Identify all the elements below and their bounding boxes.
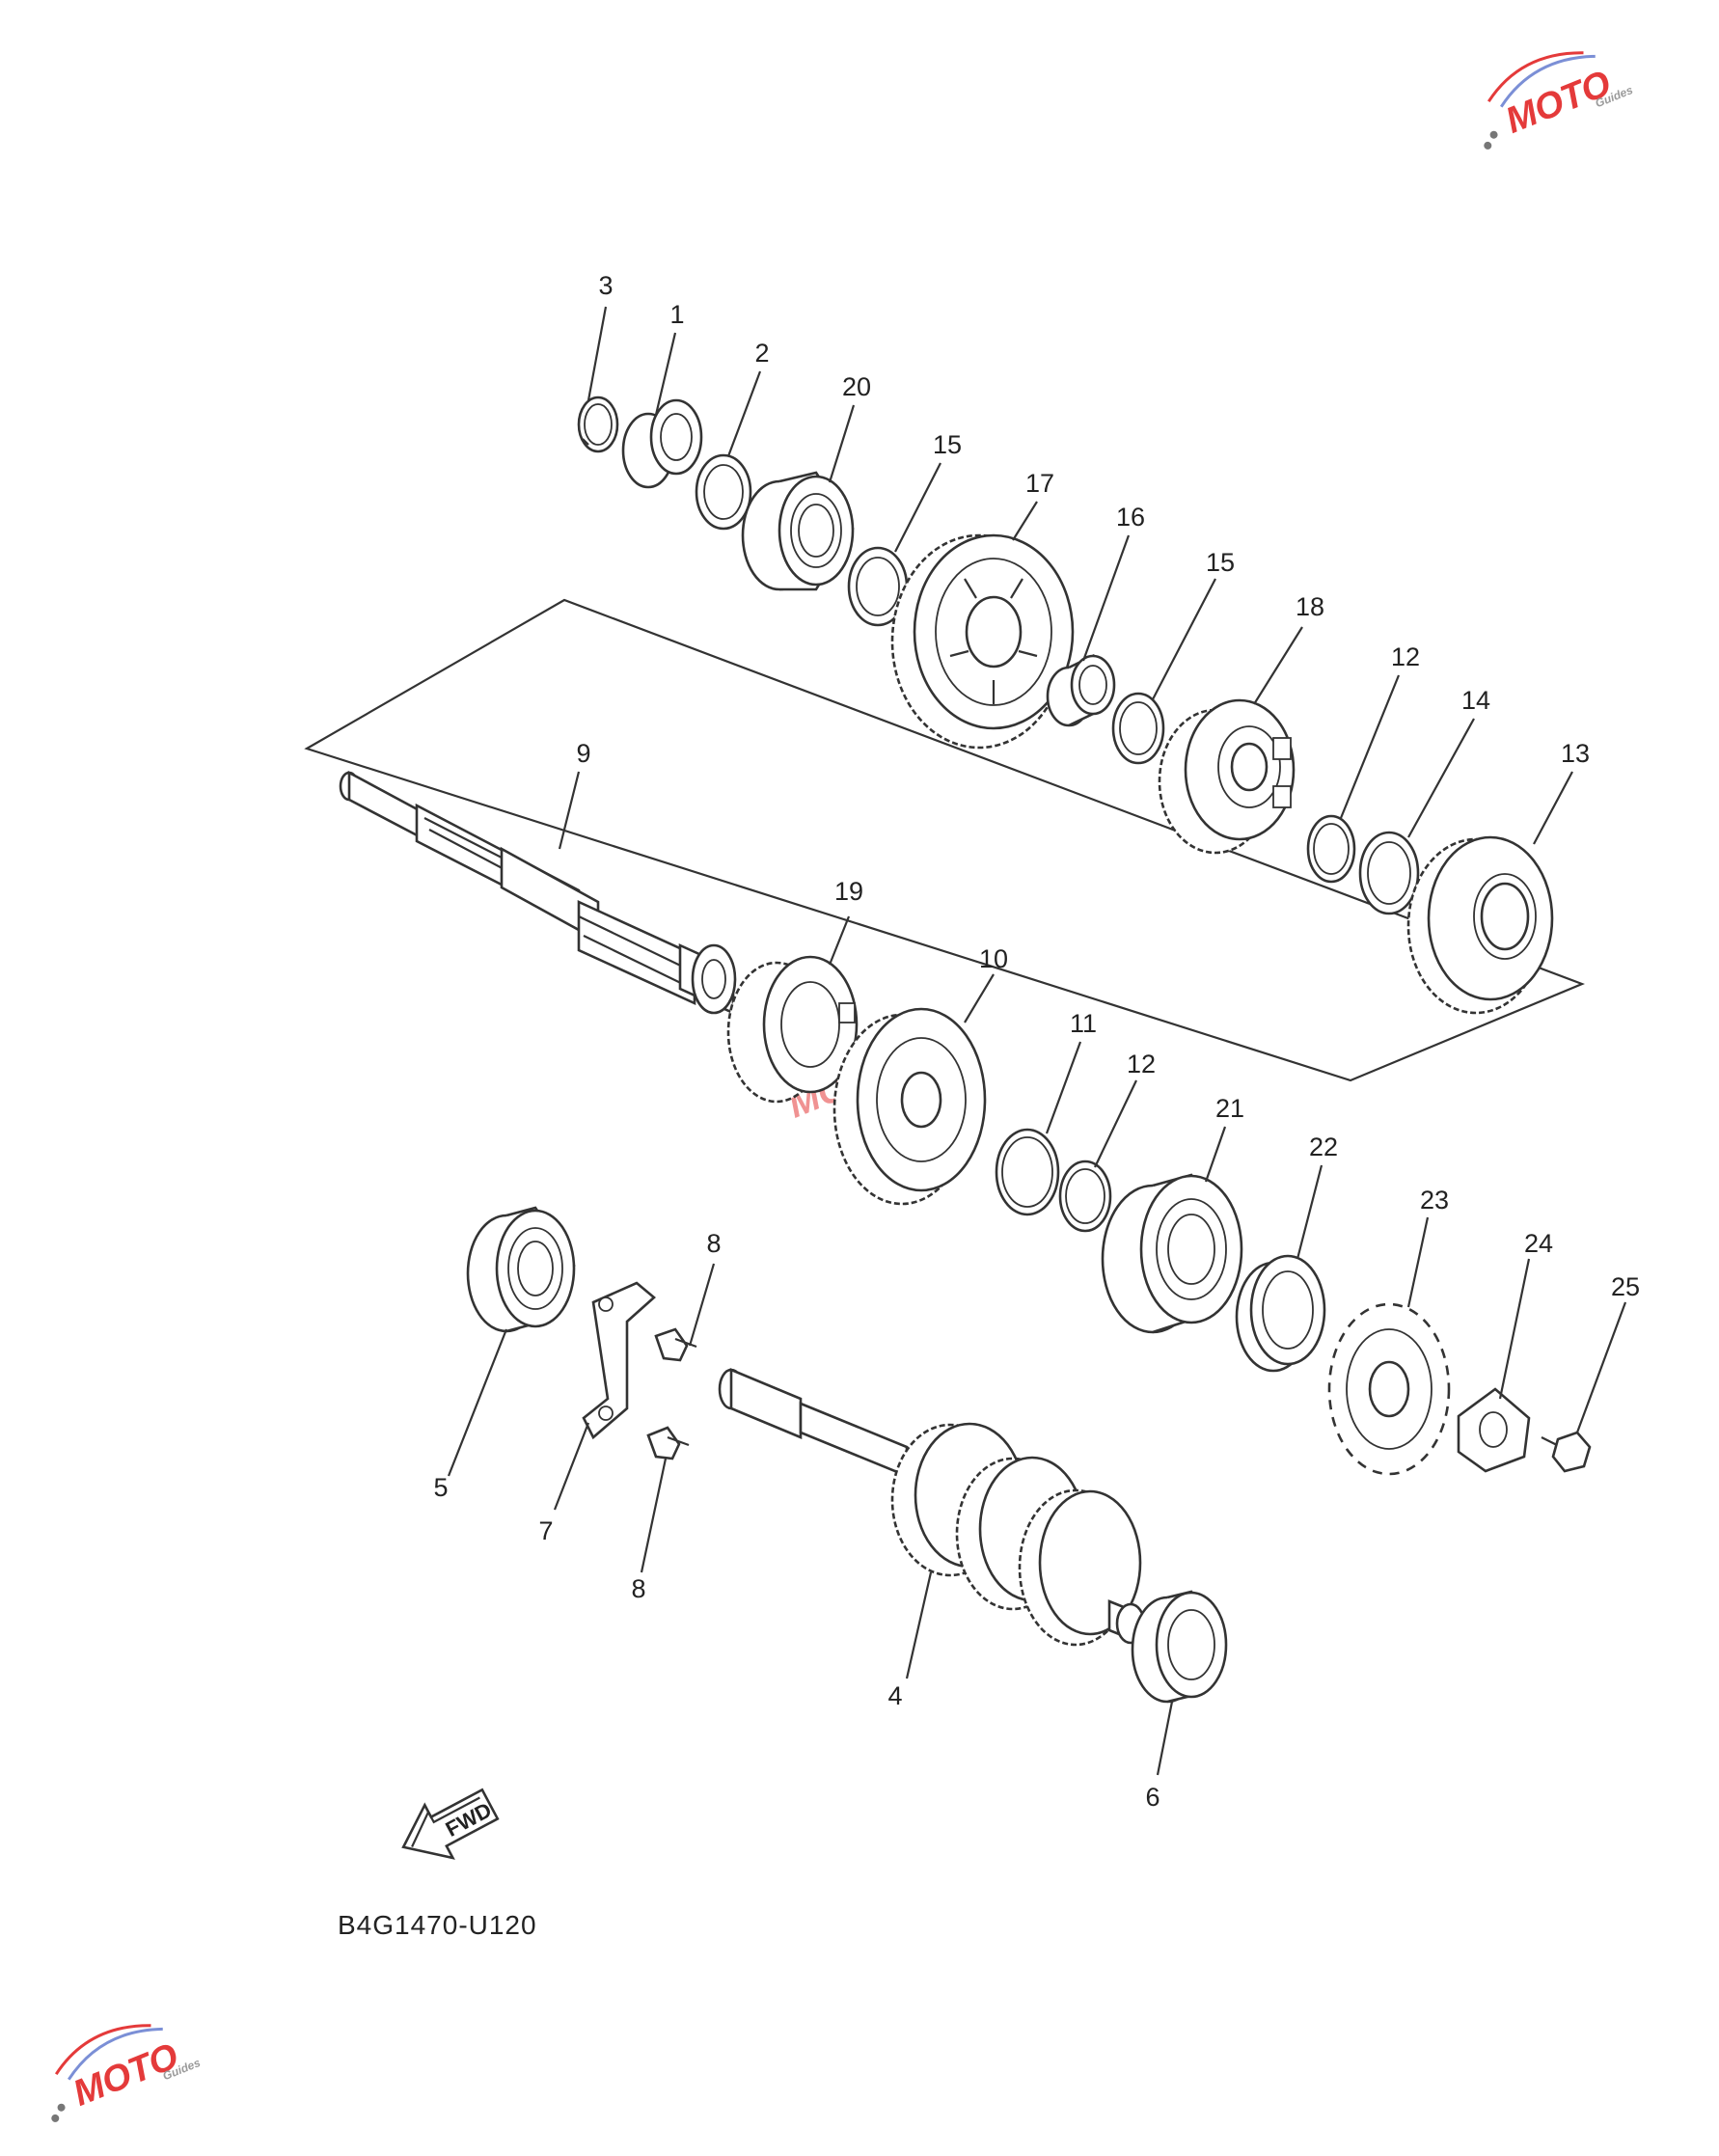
callout-4: 4 — [887, 1681, 902, 1710]
part-15-washer-b — [1111, 692, 1165, 765]
callout-6: 6 — [1145, 1783, 1160, 1812]
callout-24: 24 — [1524, 1229, 1553, 1258]
part-7-retainer-plate — [582, 1281, 656, 1440]
callout-1: 1 — [669, 300, 684, 329]
part-25-bolt — [1541, 1431, 1592, 1473]
callout-11: 11 — [1070, 1009, 1097, 1038]
part-13-gear — [1406, 835, 1554, 1015]
leader-lines — [447, 306, 1627, 1776]
part-23-sprocket — [1327, 1302, 1451, 1476]
part-8-screw-a — [654, 1327, 697, 1362]
callout-12: 12 — [1127, 1050, 1156, 1078]
part-4-drive-axle — [718, 1368, 1146, 1647]
callout-15: 15 — [933, 430, 962, 459]
callout-13: 13 — [1561, 739, 1590, 768]
part-2-washer — [695, 453, 752, 531]
part-16-bushing — [1046, 653, 1116, 727]
callout-7: 7 — [538, 1516, 553, 1545]
part-12-circlip-b — [1058, 1160, 1112, 1233]
callout-14: 14 — [1461, 686, 1490, 715]
callout-20: 20 — [842, 372, 871, 401]
part-6-bearing — [1131, 1590, 1228, 1704]
callout-9: 9 — [576, 739, 590, 768]
callout-17: 17 — [1025, 469, 1054, 498]
part-3-circlip — [577, 396, 619, 453]
callout-8: 8 — [706, 1229, 721, 1258]
part-5-bearing — [466, 1206, 576, 1333]
callout-8: 8 — [631, 1574, 645, 1603]
part-15-washer-a — [847, 546, 909, 627]
part-18-gear — [1158, 698, 1296, 855]
part-19-gear — [726, 955, 859, 1104]
part-8-screw-b — [646, 1426, 690, 1460]
part-1-collar — [621, 398, 703, 489]
callout-18: 18 — [1296, 592, 1324, 621]
callout-2: 2 — [754, 339, 769, 368]
callout-labels: 3 1 2 20 15 17 16 15 18 12 14 13 9 19 10… — [433, 271, 1640, 1812]
callout-10: 10 — [979, 944, 1008, 973]
part-9-main-axle — [339, 770, 737, 1016]
callout-21: 21 — [1215, 1094, 1244, 1123]
fwd-direction-arrow: FWD — [401, 1788, 500, 1860]
callout-23: 23 — [1420, 1186, 1449, 1214]
part-14-washer — [1358, 831, 1420, 915]
part-10-gear — [832, 1007, 987, 1206]
callout-16: 16 — [1116, 503, 1145, 532]
part-21-bearing — [1101, 1173, 1243, 1334]
callout-12: 12 — [1391, 642, 1420, 671]
callout-15: 15 — [1206, 548, 1235, 577]
part-22-oil-seal — [1235, 1254, 1326, 1373]
callout-5: 5 — [433, 1473, 448, 1502]
diagram-code: B4G1470-U120 — [338, 1910, 537, 1940]
callout-3: 3 — [598, 271, 613, 300]
callout-19: 19 — [834, 877, 863, 906]
part-12-circlip-a — [1306, 814, 1356, 884]
part-20-bearing — [741, 471, 855, 591]
watermark-top-right: MOTO Guides — [1484, 51, 1635, 150]
part-17-gear — [890, 533, 1075, 750]
callout-25: 25 — [1611, 1272, 1640, 1301]
part-11-washer — [995, 1128, 1060, 1216]
callout-22: 22 — [1309, 1133, 1338, 1161]
part-24-lock-washer — [1457, 1387, 1531, 1473]
watermark-bottom-left: MOTO Guides — [51, 2024, 203, 2122]
assembly-boundary-frame — [304, 598, 1585, 1082]
